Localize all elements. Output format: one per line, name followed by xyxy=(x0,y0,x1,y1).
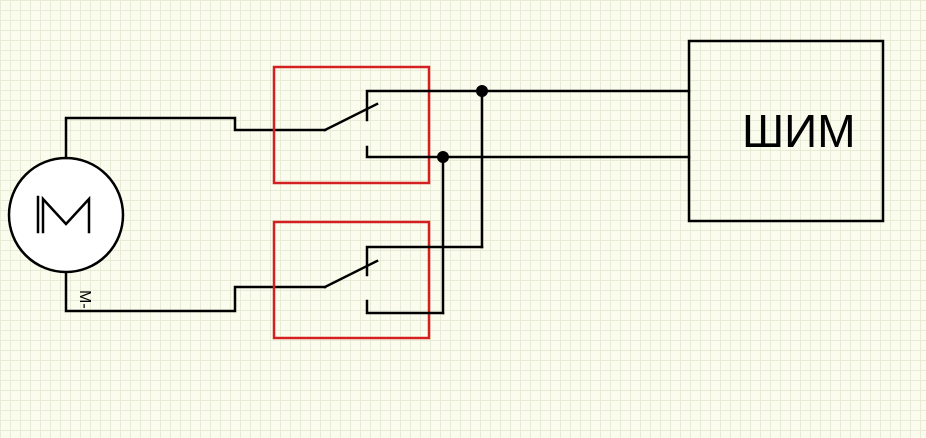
motor-symbol-icon xyxy=(36,195,91,234)
motor-terminal-label: M- xyxy=(76,290,93,309)
relay-lower xyxy=(272,220,484,340)
relay-upper-outline xyxy=(272,65,431,185)
pwm-block: ШИМ xyxy=(687,39,885,223)
relay-switch-icon xyxy=(323,245,484,315)
relay-switch-icon xyxy=(323,89,484,159)
relay-upper xyxy=(272,65,484,185)
pwm-box xyxy=(687,39,885,223)
motor-body xyxy=(7,156,125,274)
relay-lower-outline xyxy=(272,220,431,340)
motor: M- xyxy=(7,156,125,309)
junction-dot-icon xyxy=(476,85,488,97)
wire-motor-bottom xyxy=(64,271,327,313)
junction-dot-icon xyxy=(437,151,449,163)
wire-motor-top xyxy=(64,116,327,160)
pwm-label: ШИМ xyxy=(742,105,856,157)
